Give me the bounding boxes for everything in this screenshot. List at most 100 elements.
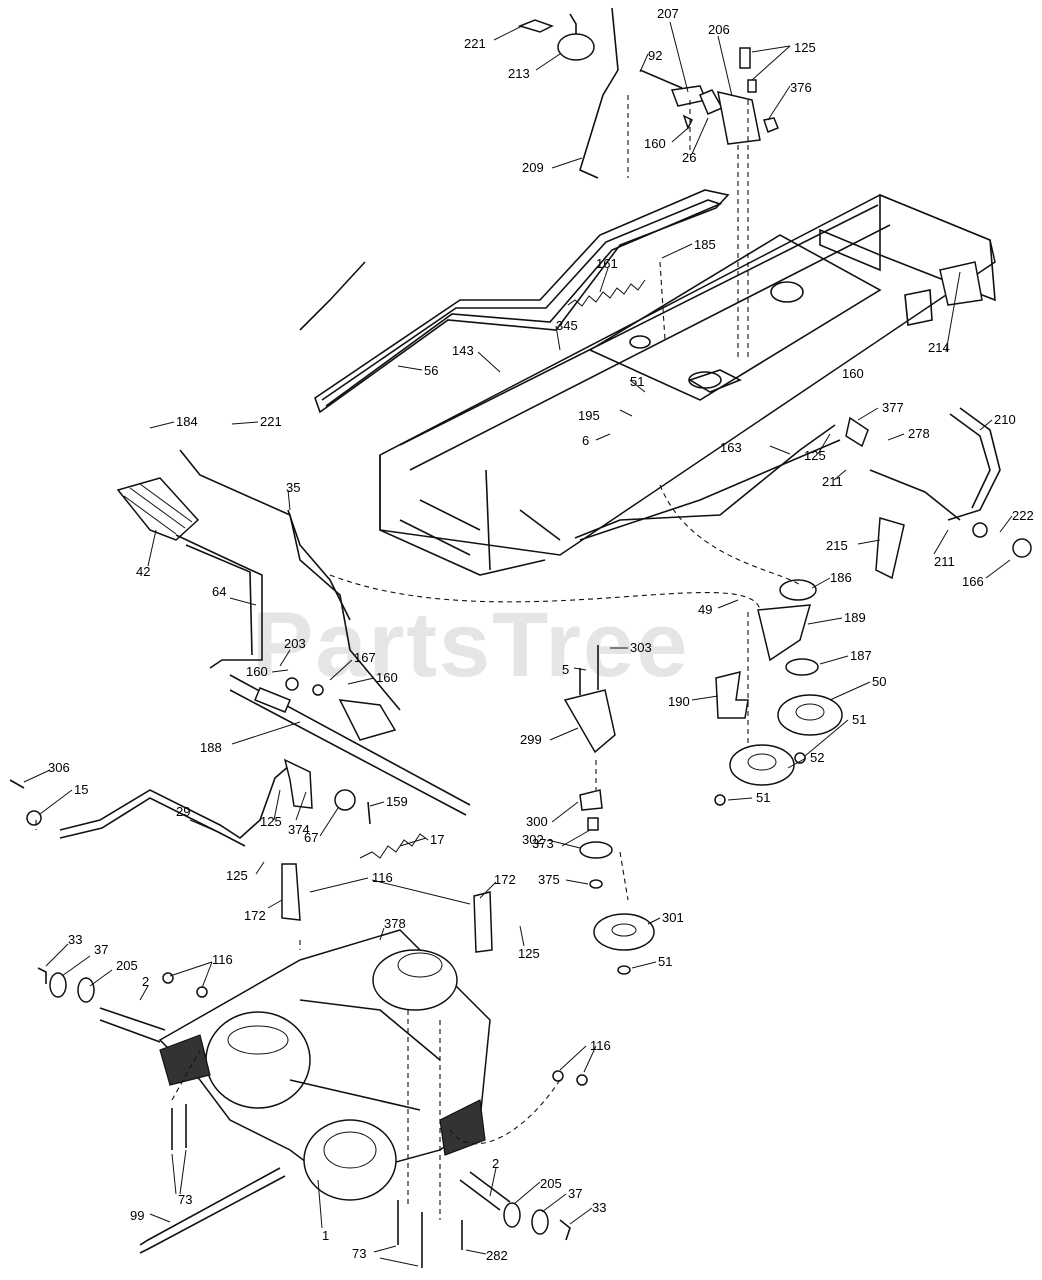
- callout-189: 189: [844, 610, 866, 625]
- callout-299: 299: [520, 732, 542, 747]
- callout-42: 42: [136, 564, 150, 579]
- callout-51d: 51: [658, 954, 672, 969]
- callout-163: 163: [720, 440, 742, 455]
- callout-125d: 125: [226, 868, 248, 883]
- callout-373: 373: [532, 836, 554, 851]
- callout-35: 35: [286, 480, 300, 495]
- rod-99: [139, 1167, 286, 1254]
- callout-160b: 160: [842, 366, 864, 381]
- bracket-and-spring-17: [283, 758, 429, 859]
- callout-377: 377: [882, 400, 904, 415]
- callout-2b: 2: [492, 1156, 499, 1171]
- callout-92: 92: [648, 48, 662, 63]
- callout-51b: 51: [852, 712, 866, 727]
- callout-376: 376: [790, 80, 812, 95]
- callout-302: 302: [522, 832, 544, 847]
- callout-221: 221: [464, 36, 486, 51]
- spring-161: [567, 279, 646, 307]
- callout-116b: 116: [212, 952, 233, 967]
- bolts-73: [171, 1104, 463, 1268]
- cross-shaft-188: [229, 674, 471, 816]
- callout-leader-lines: [23, 21, 1013, 1267]
- callout-300: 300: [526, 814, 548, 829]
- callout-195: 195: [578, 408, 600, 423]
- pedal-assembly-42: [116, 477, 263, 669]
- linkage-rods: [179, 261, 841, 711]
- callout-215: 215: [826, 538, 848, 553]
- callout-5: 5: [562, 662, 569, 677]
- callout-159: 159: [386, 794, 408, 809]
- callout-306: 306: [48, 760, 70, 775]
- callout-210: 210: [994, 412, 1016, 427]
- callout-211b: 211: [934, 554, 955, 569]
- transaxle-assembly: [99, 929, 511, 1211]
- callout-143: 143: [452, 343, 474, 358]
- callout-378: 378: [384, 916, 406, 931]
- callout-6: 6: [582, 433, 589, 448]
- callout-213: 213: [508, 66, 530, 81]
- idler-arm-assembly: [714, 579, 843, 806]
- callout-160c: 160: [246, 664, 268, 679]
- callout-167: 167: [354, 650, 376, 665]
- callout-278: 278: [908, 426, 930, 441]
- callout-73b: 73: [352, 1246, 366, 1261]
- callout-282: 282: [486, 1248, 508, 1263]
- callout-209: 209: [522, 160, 544, 175]
- callout-37: 37: [94, 942, 108, 957]
- callout-73: 73: [178, 1192, 192, 1207]
- callout-188: 188: [200, 740, 222, 755]
- assembly-guide-lines: [35, 95, 801, 1220]
- callout-185: 185: [694, 237, 716, 252]
- callout-67: 67: [304, 830, 318, 845]
- callout-17: 17: [430, 832, 444, 847]
- callout-160d: 160: [376, 670, 398, 685]
- callout-206: 206: [708, 22, 730, 37]
- callout-187: 187: [850, 648, 872, 663]
- callout-26: 26: [682, 150, 696, 165]
- callout-221b: 221: [260, 414, 282, 429]
- right-axle-hardware: [503, 1070, 588, 1241]
- callout-301: 301: [662, 910, 684, 925]
- callout-51: 51: [630, 374, 644, 389]
- callout-190: 190: [668, 694, 690, 709]
- callout-labels: 221 213 207 206 125 92 376 160 26 209 18…: [48, 6, 1034, 1263]
- left-axle-hardware: [37, 967, 208, 1003]
- callout-33b: 33: [592, 1200, 606, 1215]
- callout-186: 186: [830, 570, 852, 585]
- frame-assembly: [379, 193, 996, 576]
- callout-211: 211: [822, 474, 843, 489]
- drive-belt: [314, 189, 730, 414]
- callout-214: 214: [928, 340, 950, 355]
- callout-161: 161: [596, 256, 618, 271]
- watermark: PartsTree: [252, 594, 689, 696]
- pedal-210-cluster: [845, 261, 1032, 580]
- callout-125e: 125: [518, 946, 540, 961]
- callout-125: 125: [794, 40, 816, 55]
- callout-345: 345: [556, 318, 578, 333]
- callout-303: 303: [630, 640, 652, 655]
- callout-166: 166: [962, 574, 984, 589]
- callout-160: 160: [644, 136, 666, 151]
- callout-56: 56: [424, 363, 438, 378]
- callout-64: 64: [212, 584, 226, 599]
- pedal-shaft-top: [517, 7, 779, 179]
- callout-15: 15: [74, 782, 88, 797]
- callout-52: 52: [810, 750, 824, 765]
- callout-2: 2: [142, 974, 149, 989]
- callout-172: 172: [244, 908, 266, 923]
- callout-51c: 51: [756, 790, 770, 805]
- callout-49: 49: [698, 602, 712, 617]
- callout-1: 1: [322, 1228, 329, 1243]
- callout-29: 29: [176, 804, 190, 819]
- callout-374: 374: [288, 822, 310, 837]
- callout-37b: 37: [568, 1186, 582, 1201]
- callout-116: 116: [372, 870, 393, 885]
- callout-184: 184: [176, 414, 198, 429]
- callout-125c: 125: [260, 814, 282, 829]
- brackets-172: [281, 863, 493, 953]
- callout-172b: 172: [494, 872, 516, 887]
- callout-50: 50: [872, 674, 886, 689]
- callout-205: 205: [116, 958, 138, 973]
- callout-116c: 116: [590, 1038, 611, 1053]
